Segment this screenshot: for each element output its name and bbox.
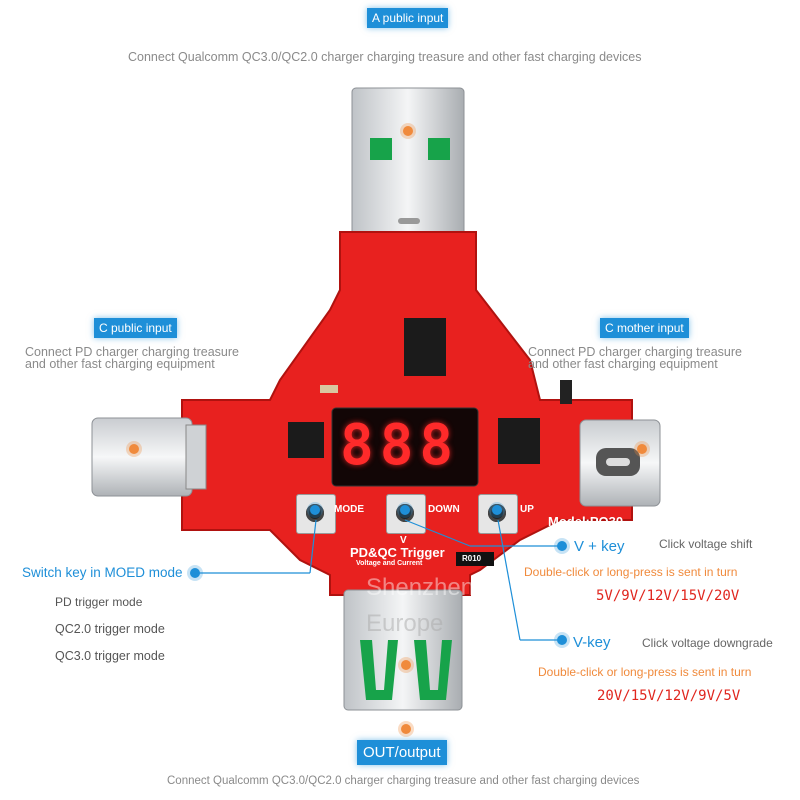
a-input-marker: [403, 126, 413, 136]
a-public-input-desc: Connect Qualcomm QC3.0/QC2.0 charger cha…: [128, 50, 642, 64]
usb-c-plug-left: [91, 417, 207, 497]
c-mother-marker: [637, 444, 647, 454]
output-marker-lower: [401, 724, 411, 734]
v-plus-callout-dot: [557, 541, 567, 551]
mode-item-pd: PD trigger mode: [55, 595, 143, 609]
usb-c-output-bottom: [343, 589, 463, 711]
v-plus-action: Click voltage shift: [659, 537, 753, 551]
v-minus-note: Double-click or long-press is sent in tu…: [538, 665, 752, 679]
c-mother-input-desc-line1: Connect PD charger charging treasure: [528, 345, 743, 359]
c-public-input-desc-line1: Connect PD charger charging treasure: [25, 345, 240, 359]
c-mother-input-desc-line2: and other fast charging equipment: [528, 357, 718, 371]
mode-key-label: Switch key in MOED mode: [22, 565, 183, 580]
c-public-input-desc-line2: and other fast charging equipment: [25, 357, 215, 371]
c-mother-input-tag: C mother input: [600, 318, 689, 338]
mode-item-qc2: QC2.0 trigger mode: [55, 622, 165, 636]
board-title: PD&QC Trigger: [350, 545, 445, 560]
mode-button-dot: [310, 505, 320, 515]
watermark-line1: Shenzhen: [366, 574, 475, 601]
mode-item-qc3: QC3.0 trigger mode: [55, 649, 165, 663]
mode-callout-dot: [190, 568, 200, 578]
output-desc: Connect Qualcomm QC3.0/QC2.0 charger cha…: [167, 775, 640, 787]
usb-a-plug: [351, 87, 465, 254]
v-minus-button-dot: [492, 505, 502, 515]
v-minus-action: Click voltage downgrade: [642, 636, 773, 650]
v-plus-button-dot: [400, 505, 410, 515]
mode-button-label: MODE: [334, 504, 364, 515]
output-marker: [401, 660, 411, 670]
v-minus-callout-dot: [557, 635, 567, 645]
v-minus-sequence: 20V/15V/12V/9V/5V: [597, 688, 741, 704]
up-button-label: UP: [520, 504, 534, 515]
down-button-label: DOWN: [428, 504, 460, 515]
model-label: Model:PQ30: [548, 514, 624, 529]
board-subtitle: Voltage and Current: [356, 560, 423, 567]
v-button-label: V: [400, 535, 407, 546]
c-public-input-tag: C public input: [94, 318, 177, 338]
watermark-line2: Europe: [366, 610, 444, 637]
c-public-marker: [129, 444, 139, 454]
output-tag: OUT/output: [357, 740, 447, 765]
v-minus-key-label: V-key: [573, 634, 611, 651]
v-plus-note: Double-click or long-press is sent in tu…: [524, 565, 738, 579]
seven-segment-display: 888: [340, 413, 460, 478]
a-public-input-tag: A public input: [367, 8, 449, 28]
resistor-label: R010: [462, 554, 482, 563]
v-plus-key-label: V + key: [574, 538, 625, 555]
v-plus-sequence: 5V/9V/12V/15V/20V: [596, 588, 740, 604]
usb-c-receptacle-right: [579, 419, 661, 507]
